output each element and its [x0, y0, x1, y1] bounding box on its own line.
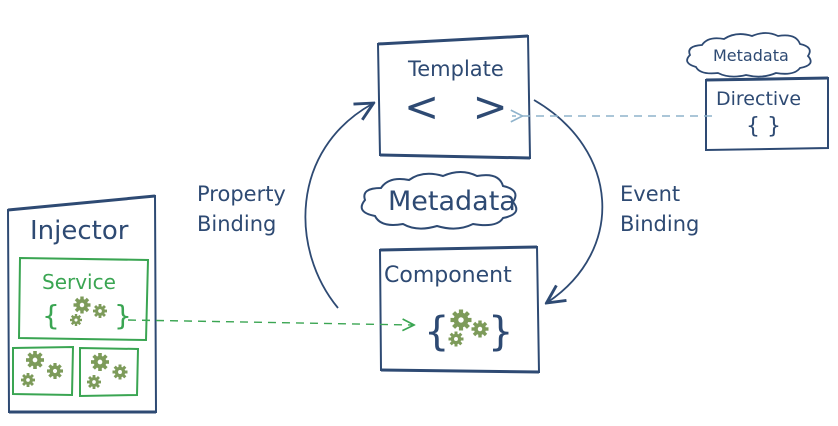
- injector-title: Injector: [30, 216, 129, 246]
- property-binding-line2: Binding: [197, 212, 277, 236]
- center-cloud-label: Metadata: [388, 186, 516, 217]
- property-binding-line1: Property: [197, 182, 286, 206]
- service-title: Service: [42, 270, 116, 294]
- svg-text:}: }: [488, 309, 513, 355]
- arrow-icon: [304, 104, 372, 309]
- angle-brackets-icon: < >: [404, 82, 518, 131]
- svg-text:{: {: [424, 309, 449, 355]
- arrow-icon: [127, 320, 413, 325]
- curly-braces-icon: { }: [424, 309, 513, 355]
- component-title: Component: [384, 263, 512, 288]
- template-box: [376, 34, 532, 160]
- curly-braces-icon: { }: [42, 299, 132, 332]
- svg-text:}: }: [114, 299, 132, 332]
- arrow-icon: [533, 99, 604, 302]
- cloud-icon: [360, 171, 518, 230]
- template-title: Template: [408, 57, 504, 81]
- svg-text:{: {: [42, 299, 60, 332]
- directive-braces: { }: [746, 114, 781, 139]
- directive-title: Directive: [716, 88, 802, 110]
- event-binding-line2: Binding: [620, 212, 700, 236]
- directive-cloud-label: Metadata: [713, 46, 789, 65]
- event-binding-line1: Event: [620, 182, 681, 206]
- directive-box: [705, 76, 829, 152]
- cloud-icon: [686, 32, 812, 78]
